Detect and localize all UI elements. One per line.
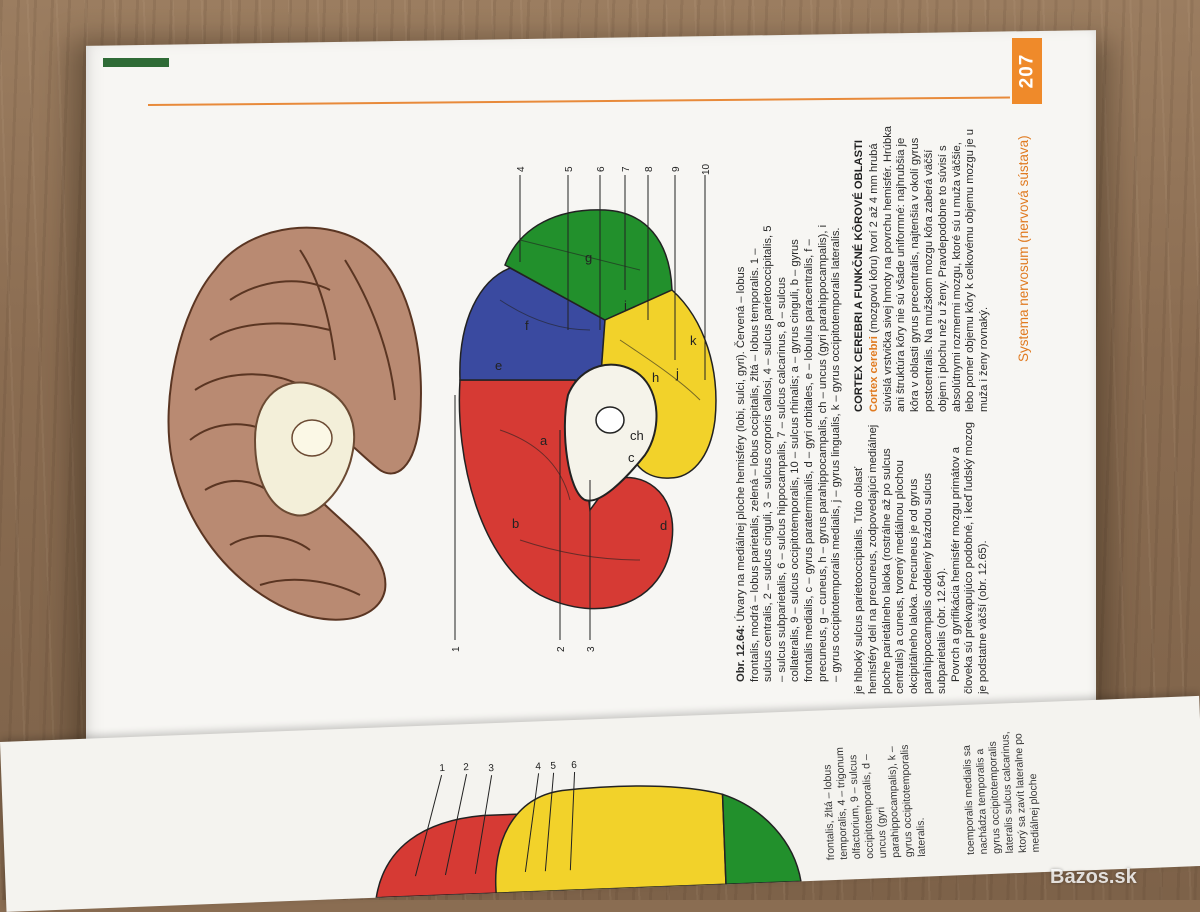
letter-label: e (495, 358, 502, 373)
cover-edge (103, 58, 169, 67)
letter-label: d (660, 518, 667, 533)
watermark: Bazos.sk (1050, 866, 1137, 888)
next-number-label: 3 (488, 763, 494, 774)
number-label: 2 (556, 646, 567, 652)
number-label: 9 (671, 166, 682, 172)
letter-label: g (585, 250, 592, 265)
caption-label: Obr. 12.64: (735, 624, 747, 682)
number-label: 10 (701, 163, 712, 175)
letter-label: k (690, 333, 697, 348)
letter-label: h (652, 370, 659, 385)
next-caption-fragment: frontalis, žltá – lobus temporalis, 4 – … (821, 744, 929, 861)
section-text: (mozgovú kôru) tvorí 2 až 4 mm hrubá súv… (867, 125, 991, 412)
next-number-label: 2 (463, 762, 469, 773)
number-label: 6 (596, 166, 607, 172)
letter-label: ch (630, 428, 644, 443)
number-label: 4 (516, 166, 527, 172)
caption-text: Útvary na mediálnej ploche hemisféry (lo… (735, 224, 843, 682)
number-label: 3 (586, 646, 597, 652)
letter-label: j (675, 366, 679, 381)
number-label: 1 (451, 646, 462, 652)
body-column-left: je hlboký sulcus parietooccipitalis. Tút… (853, 418, 991, 694)
next-number-label: 6 (571, 760, 577, 771)
colored-brain-diagram: a b c d e f g h ch i j k 1 (451, 163, 717, 652)
letter-label: c (628, 450, 635, 465)
body-column-right: CORTEX CEREBRI A FUNKČNÉ KÔROVÉ OBLASTI … (853, 122, 992, 412)
realistic-brain-illustration (167, 226, 422, 621)
next-number-label: 5 (550, 761, 556, 772)
letter-label: f (525, 318, 529, 333)
next-number-label: 1 (439, 763, 445, 774)
body-paragraph-2: Povrch a gyrifikácia hemisfér mozgu prim… (949, 422, 990, 694)
body-paragraph-1: je hlboký sulcus parietooccipitalis. Tút… (853, 424, 948, 694)
book-page-next: 1 2 3 4 5 6 frontalis, žltá – lobus temp… (0, 695, 1200, 912)
next-number-label: 4 (535, 761, 541, 772)
number-label: 7 (621, 166, 632, 172)
letter-label: i (624, 298, 627, 313)
letter-label: b (512, 516, 519, 531)
next-page-brain: 1 2 3 4 5 6 (375, 760, 802, 899)
number-labels: 1 2 3 4 5 6 7 8 9 10 (451, 163, 712, 652)
section-heading: CORTEX CEREBRI A FUNKČNÉ KÔROVÉ OBLASTI (853, 139, 865, 412)
letter-label: a (540, 433, 548, 448)
number-label: 5 (564, 166, 575, 172)
running-title: Systema nervosum (nervová sústava) (1016, 135, 1031, 362)
figure-caption: Obr. 12.64: Útvary na mediálnej ploche h… (735, 222, 844, 682)
section-term: Cortex cerebri (867, 336, 880, 412)
page-number-tab: 207 (1012, 38, 1042, 104)
number-label: 8 (644, 166, 655, 172)
next-text-fragment: toemporalis medialis sa nachádza tempora… (960, 731, 1042, 856)
